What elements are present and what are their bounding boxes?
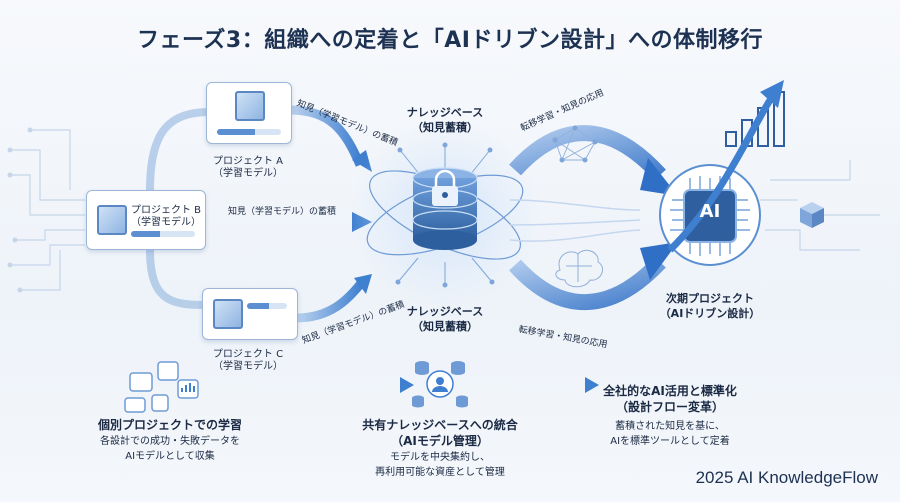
page-title: フェーズ3：組織への定着と「AIドリブン設計」への体制移行 bbox=[137, 28, 763, 53]
next-project-sub: （AIドリブン設計） bbox=[659, 307, 761, 320]
project-card-a[interactable] bbox=[206, 82, 292, 144]
project-c-progress bbox=[247, 303, 287, 309]
cube-icon bbox=[800, 202, 824, 228]
project-a-name: プロジェクト A bbox=[212, 156, 284, 167]
stage-2-title: 共有ナレッジベースへの統合 bbox=[362, 418, 518, 432]
knowledge-base-title-bottom: ナレッジベース bbox=[406, 305, 484, 318]
stage-3-title: 全社的なAI活用と標準化 bbox=[603, 384, 737, 398]
brain-icon bbox=[555, 249, 603, 288]
stage-1-desc-2: AIモデルとして収集 bbox=[125, 451, 215, 462]
ai-badge: AI bbox=[699, 201, 721, 222]
project-c-sub: （学習モデル） bbox=[213, 361, 283, 372]
network-icon bbox=[554, 127, 596, 161]
chip-icon bbox=[235, 91, 265, 121]
stage-3-desc-1: 蓄積された知見を基に、 bbox=[615, 421, 725, 432]
project-b-progress bbox=[131, 231, 195, 237]
data-collection-icon bbox=[124, 361, 199, 413]
database-icon bbox=[412, 167, 478, 250]
stage-1-desc-1: 各設計での成功・失敗データを bbox=[100, 436, 240, 447]
project-b-name: プロジェクト B bbox=[131, 205, 202, 216]
knowledge-base-title-top: ナレッジベース bbox=[406, 106, 484, 119]
stage-3-title-sub: （設計フロー変革） bbox=[615, 400, 724, 414]
chip-icon bbox=[213, 299, 243, 329]
stage-2-desc-2: 再利用可能な資産として管理 bbox=[375, 467, 505, 478]
brand-label: 2025 AI KnowledgeFlow bbox=[695, 468, 878, 487]
knowledge-base-sub-top: （知見蓄積） bbox=[412, 121, 478, 134]
project-a-progress bbox=[217, 129, 281, 135]
project-c-name: プロジェクト C bbox=[212, 349, 284, 360]
project-card-b[interactable]: プロジェクト B （学習モデル） bbox=[86, 190, 206, 250]
project-b-sub: （学習モデル） bbox=[131, 217, 201, 228]
shared-database-icon bbox=[412, 361, 468, 408]
progress-fill bbox=[217, 129, 256, 135]
stage-1-title: 個別プロジェクトでの学習 bbox=[97, 418, 242, 432]
project-a-sub: （学習モデル） bbox=[213, 168, 283, 179]
stage-3-desc-2: AIを標準ツールとして定着 bbox=[610, 436, 730, 447]
next-project-name: 次期プロジェクト bbox=[666, 292, 754, 305]
knowledge-base-sub-bottom: （知見蓄積） bbox=[412, 320, 478, 333]
progress-fill bbox=[131, 231, 160, 237]
stage-2-title-sub: （AIモデル管理） bbox=[391, 434, 489, 448]
progress-fill bbox=[247, 303, 269, 309]
project-card-c[interactable] bbox=[202, 288, 298, 340]
lock-icon bbox=[432, 169, 458, 206]
flow-label-accumulate-b: 知見（学習モデル）の蓄積 bbox=[228, 207, 337, 217]
stage-2-desc-1: モデルを中央集約し、 bbox=[390, 452, 490, 463]
chip-icon bbox=[97, 205, 127, 235]
